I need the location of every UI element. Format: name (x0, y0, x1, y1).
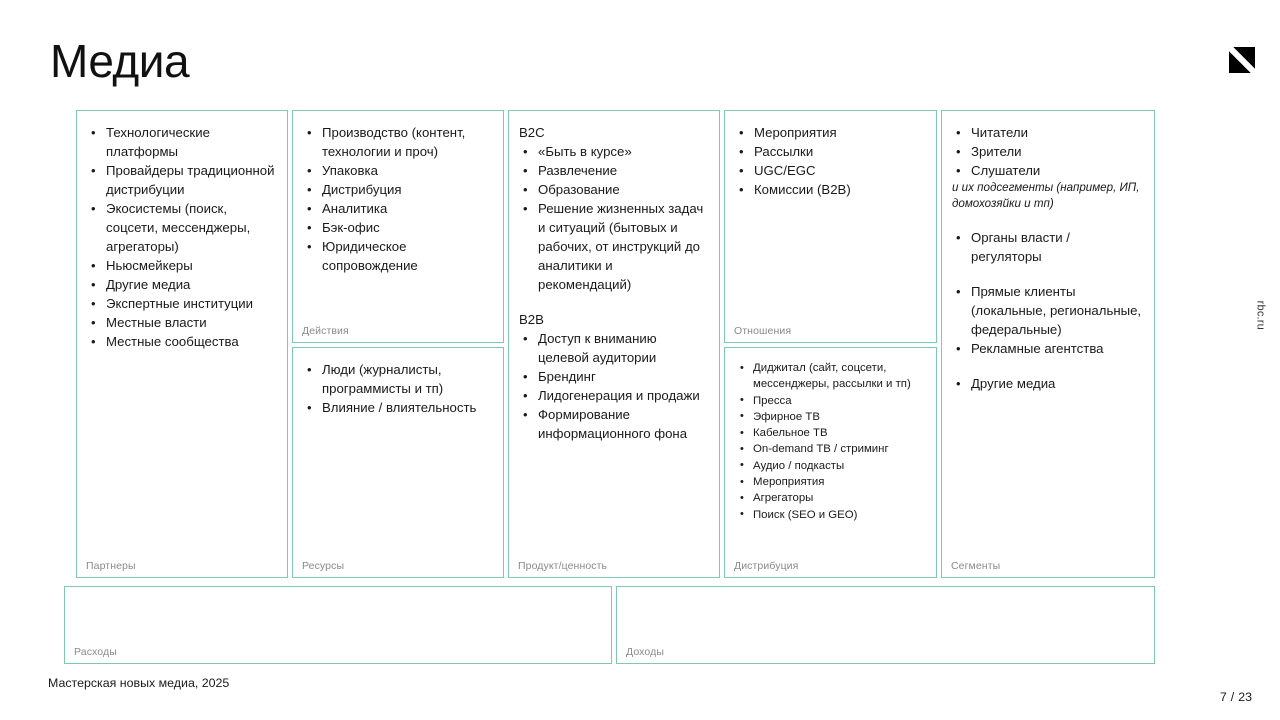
list-item: «Быть в курсе» (519, 142, 709, 161)
value-b2b-heading: B2B (519, 312, 544, 327)
list-item: Люди (журналисты, программисты и тп) (303, 360, 493, 398)
costs-body (65, 587, 611, 599)
segments-audience-list: ЧитателиЗрителиСлушатели (952, 123, 1144, 180)
list-item: Влияние / влиятельность (303, 398, 493, 417)
footer-source-text: Мастерская новых медиа, 2025 (48, 676, 230, 690)
list-item: Местные сообщества (87, 332, 277, 351)
list-item: Слушатели (952, 161, 1144, 180)
costs-label: Расходы (74, 646, 117, 658)
list-item: Экспертные институции (87, 294, 277, 313)
list-item: Лидогенерация и продажи (519, 386, 709, 405)
value-body: B2C «Быть в курсе»РазвлечениеОбразование… (509, 111, 719, 443)
segments-other-media-list: Другие медиа (952, 374, 1144, 393)
relations-body: МероприятияРассылкиUGC/EGCКомиссии (B2B) (725, 111, 936, 199)
canvas-block-partners[interactable]: Технологические платформыПровайдеры трад… (76, 110, 288, 578)
segments-body: ЧитателиЗрителиСлушатели и их подсегмент… (942, 111, 1154, 393)
canvas-block-activities[interactable]: Производство (контент, технологии и проч… (292, 110, 504, 343)
list-item: On-demand ТВ / стриминг (735, 441, 926, 458)
list-item: Производство (контент, технологии и проч… (303, 123, 493, 161)
segments-spacer-1 (952, 212, 1144, 228)
list-item: Аудио / подкасты (735, 457, 926, 474)
activities-list: Производство (контент, технологии и проч… (303, 123, 493, 275)
list-item: Комиссии (B2B) (735, 180, 926, 199)
canvas-block-revenue[interactable]: Доходы (616, 586, 1155, 664)
segments-spacer-3 (952, 358, 1144, 374)
partners-body: Технологические платформыПровайдеры трад… (77, 111, 287, 351)
list-item: Пресса (735, 392, 926, 409)
list-item: Провайдеры традиционной дистрибуции (87, 161, 277, 199)
list-item: Упаковка (303, 161, 493, 180)
canvas-block-costs[interactable]: Расходы (64, 586, 612, 664)
activities-body: Производство (контент, технологии и проч… (293, 111, 503, 275)
value-group-spacer (519, 294, 709, 310)
segments-spacer-2 (952, 266, 1144, 282)
value-b2b-list: Доступ к вниманию целевой аудиторииБренд… (519, 329, 709, 443)
list-item: Ньюсмейкеры (87, 256, 277, 275)
page-total: 23 (1238, 690, 1252, 704)
list-item: Агрегаторы (735, 490, 926, 507)
list-item: Рекламные агентства (952, 339, 1144, 358)
canvas-block-resources[interactable]: Люди (журналисты, программисты и тп)Влия… (292, 347, 504, 578)
list-item: Зрители (952, 142, 1144, 161)
channels-body: Диджитал (сайт, соцсети, мессенджеры, ра… (725, 348, 936, 523)
value-b2c-heading: B2C (519, 125, 545, 140)
list-item: Доступ к вниманию целевой аудитории (519, 329, 709, 367)
revenue-label: Доходы (626, 646, 664, 658)
list-item: Решение жизненных задач и ситуаций (быто… (519, 199, 709, 294)
resources-list: Люди (журналисты, программисты и тп)Влия… (303, 360, 493, 417)
channels-label: Дистрибуция (734, 560, 799, 572)
canvas-block-segments[interactable]: ЧитателиЗрителиСлушатели и их подсегмент… (941, 110, 1155, 578)
list-item: Мероприятия (735, 474, 926, 491)
list-item: Экосистемы (поиск, соцсети, мессенджеры,… (87, 199, 277, 256)
rbc-square-logo-icon (1226, 44, 1258, 76)
list-item: Мероприятия (735, 123, 926, 142)
list-item: Органы власти / регуляторы (952, 228, 1144, 266)
segments-authorities-list: Органы власти / регуляторы (952, 228, 1144, 266)
list-item: UGC/EGC (735, 161, 926, 180)
list-item: Рассылки (735, 142, 926, 161)
canvas-block-value-proposition[interactable]: B2C «Быть в курсе»РазвлечениеОбразование… (508, 110, 720, 578)
relations-label: Отношения (734, 325, 792, 337)
list-item: Технологические платформы (87, 123, 277, 161)
page-current: 7 (1219, 690, 1227, 704)
list-item: Прямые клиенты (локальные, региональные,… (952, 282, 1144, 339)
list-item: Дистрибуция (303, 180, 493, 199)
resources-label: Ресурсы (302, 560, 345, 572)
list-item: Бэк-офис (303, 218, 493, 237)
channels-list: Диджитал (сайт, соцсети, мессенджеры, ра… (735, 360, 926, 523)
list-item: Образование (519, 180, 709, 199)
list-item: Кабельное ТВ (735, 425, 926, 442)
page-indicator: 7/23 (1213, 676, 1252, 704)
resources-body: Люди (журналисты, программисты и тп)Влия… (293, 348, 503, 417)
list-item: Читатели (952, 123, 1144, 142)
list-item: Другие медиа (87, 275, 277, 294)
list-item: Местные власти (87, 313, 277, 332)
value-b2c-list: «Быть в курсе»РазвлечениеОбразованиеРеше… (519, 142, 709, 294)
value-label: Продукт/ценность (518, 560, 608, 572)
relations-list: МероприятияРассылкиUGC/EGCКомиссии (B2B) (735, 123, 926, 199)
segments-label: Сегменты (951, 560, 1001, 572)
list-item: Формирование информационного фона (519, 405, 709, 443)
list-item: Поиск (SEO и GEO) (735, 506, 926, 523)
segments-subsegments-note: и их подсегменты (например, ИП, домохозя… (952, 181, 1140, 210)
activities-label: Действия (302, 325, 349, 337)
segments-clients-list: Прямые клиенты (локальные, региональные,… (952, 282, 1144, 358)
list-item: Другие медиа (952, 374, 1144, 393)
list-item: Брендинг (519, 367, 709, 386)
canvas-block-channels[interactable]: Диджитал (сайт, соцсети, мессенджеры, ра… (724, 347, 937, 578)
side-brand-label: rbc.ru (1254, 300, 1266, 330)
list-item: Аналитика (303, 199, 493, 218)
list-item: Эфирное ТВ (735, 408, 926, 425)
partners-label: Партнеры (86, 560, 136, 572)
list-item: Развлечение (519, 161, 709, 180)
page-title: Медиа (50, 35, 190, 87)
list-item: Диджитал (сайт, соцсети, мессенджеры, ра… (735, 360, 926, 393)
revenue-body (617, 587, 1154, 599)
partners-list: Технологические платформыПровайдеры трад… (87, 123, 277, 351)
canvas-block-relationships[interactable]: МероприятияРассылкиUGC/EGCКомиссии (B2B)… (724, 110, 937, 343)
page-separator: / (1230, 690, 1235, 704)
list-item: Юридическое сопровождение (303, 237, 493, 275)
